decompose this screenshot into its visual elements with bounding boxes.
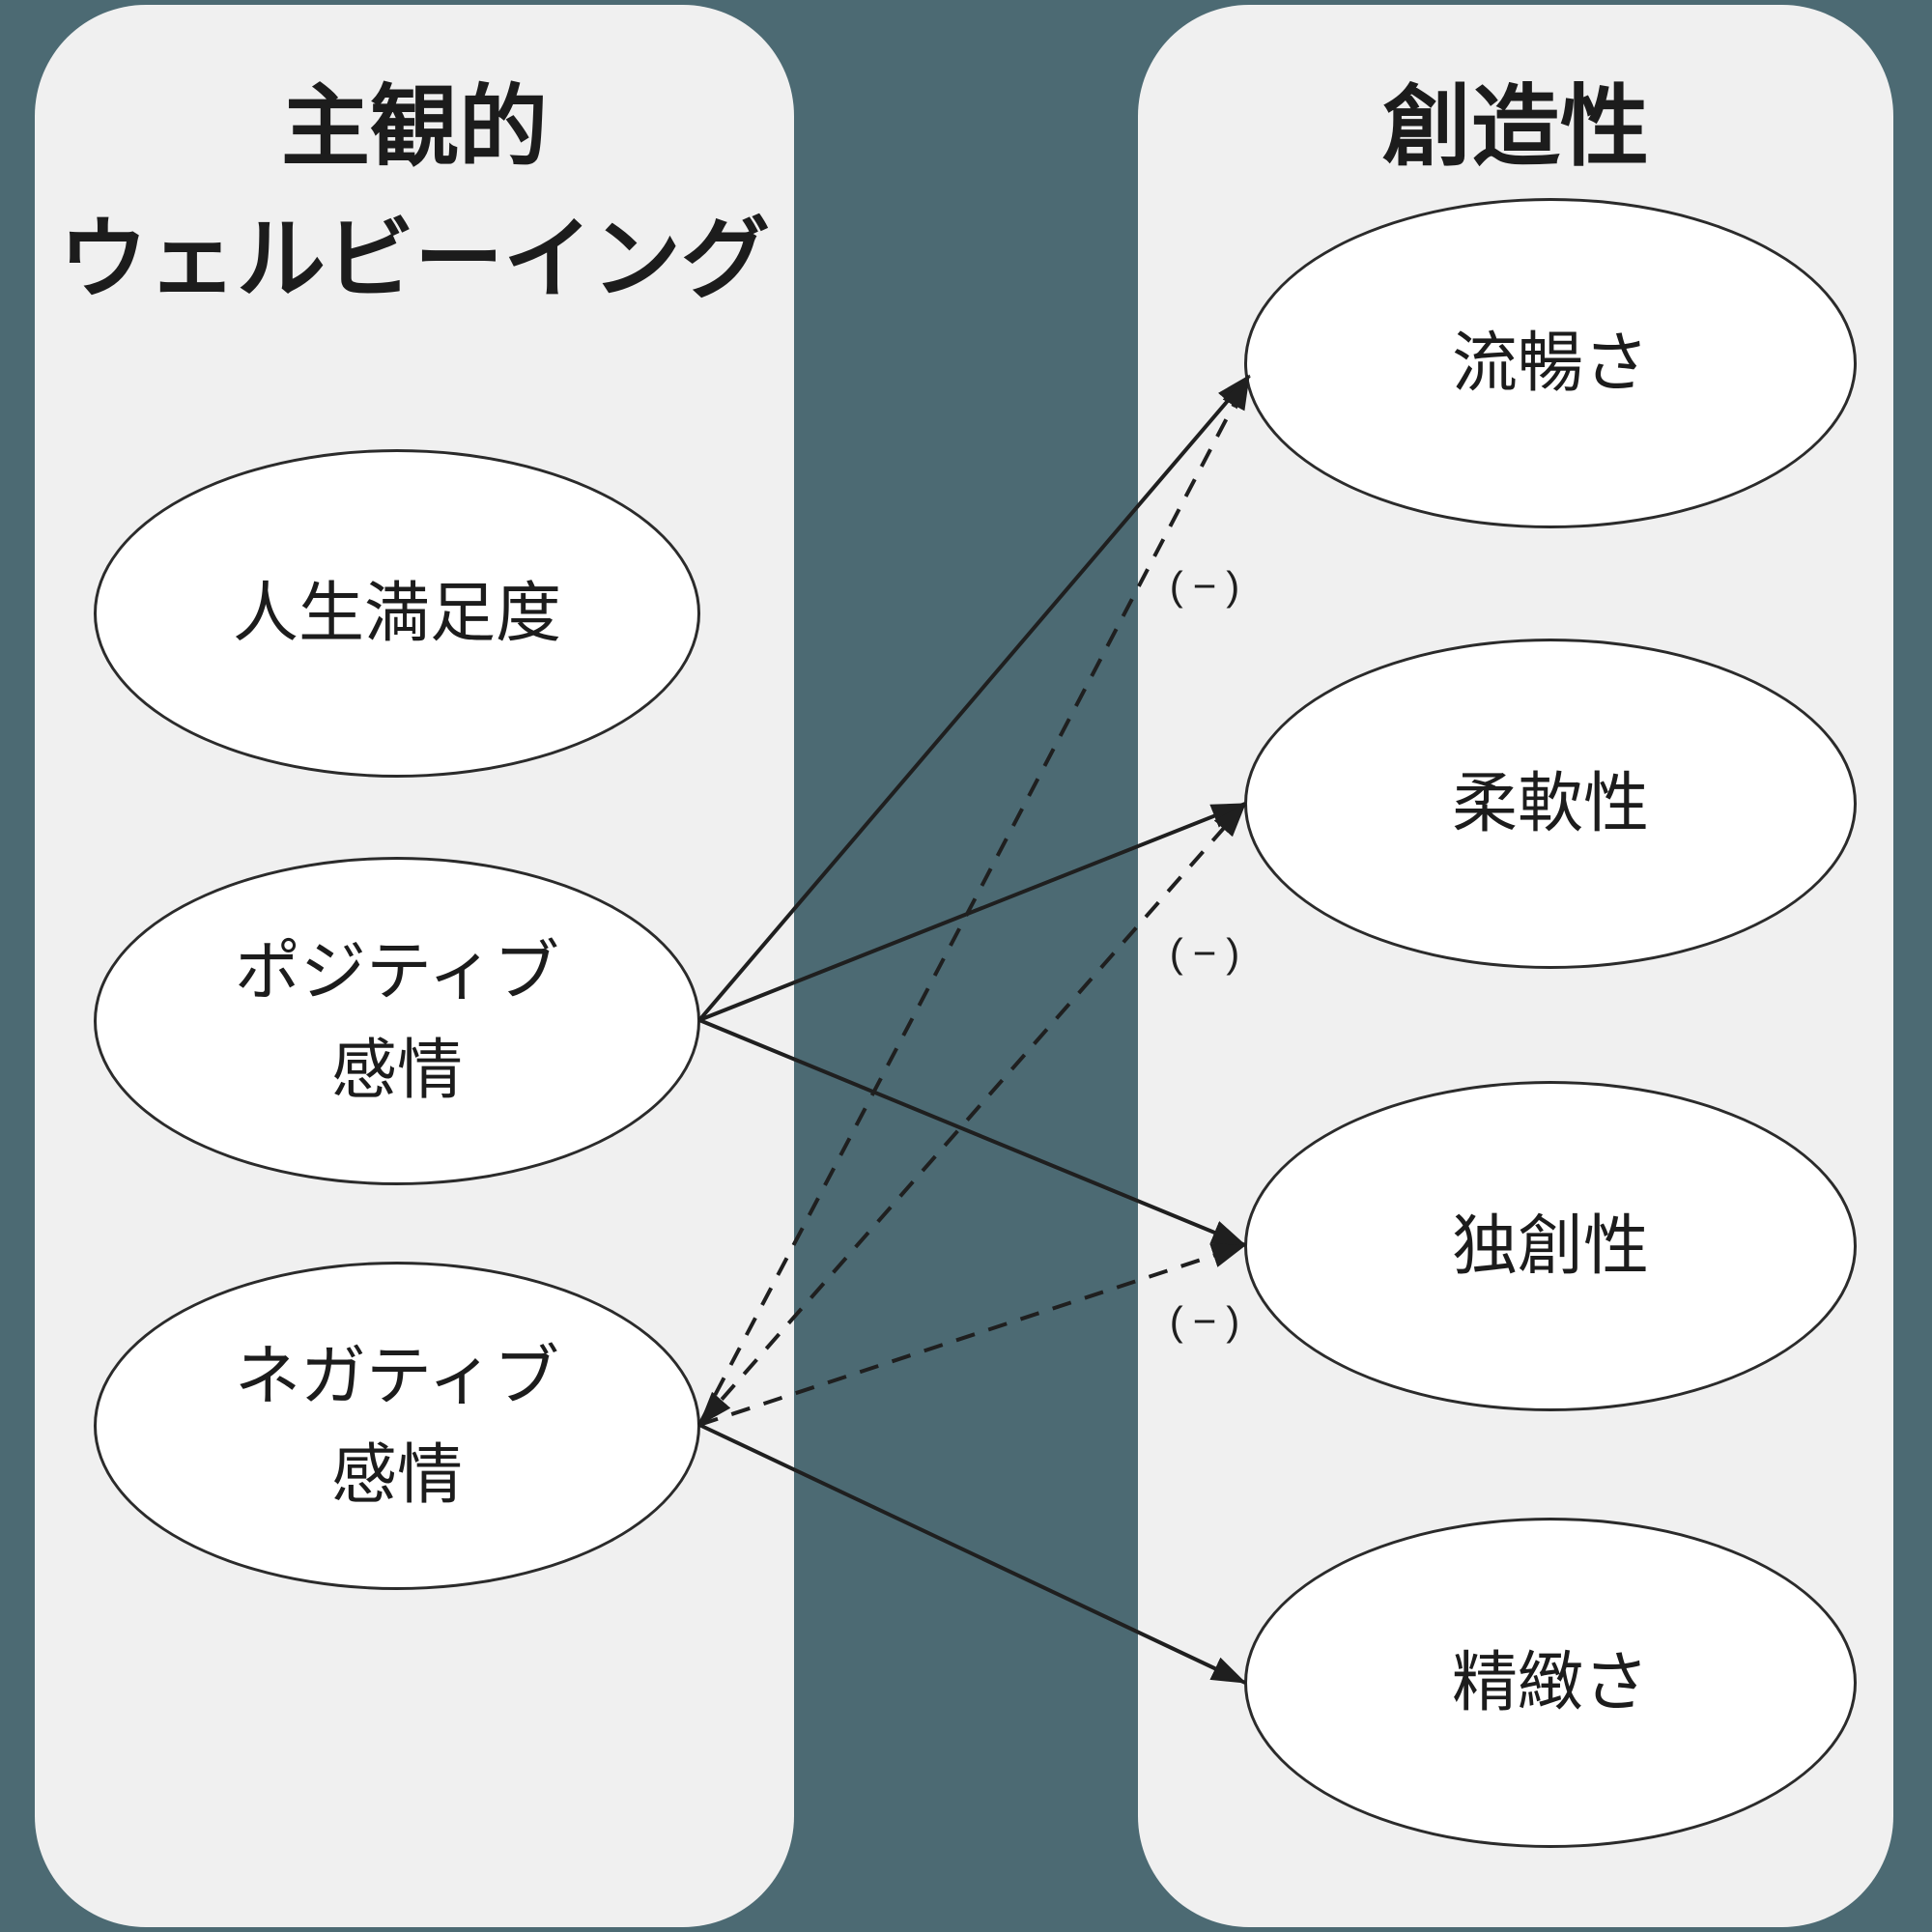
node-originality: 独創性 [1244, 1081, 1857, 1411]
left-panel-title-line2: ウェルビーイング [58, 211, 770, 309]
negative-sign-flexibility: (−) [1169, 930, 1250, 976]
node-flexibility: 柔軟性 [1244, 639, 1857, 969]
negative-sign-originality: (−) [1169, 1298, 1250, 1344]
node-negative-affect: ネガティブ 感情 [94, 1262, 700, 1590]
left-panel-title-line1: 主観的 [280, 78, 548, 177]
node-label-line: ポジティブ [235, 935, 559, 1009]
node-life-satisfaction: 人生満足度 [94, 449, 700, 778]
left-panel-title: 主観的 ウェルビーイング [35, 62, 794, 327]
node-label-line: 感情 [330, 1034, 463, 1107]
node-label-line: ネガティブ [235, 1340, 559, 1413]
node-positive-affect: ポジティブ 感情 [94, 857, 700, 1185]
node-life-satisfaction-label: 人生満足度 [233, 564, 561, 663]
node-elaboration: 精緻さ [1244, 1518, 1857, 1848]
node-negative-affect-label: ネガティブ 感情 [235, 1327, 559, 1524]
node-positive-affect-label: ポジティブ 感情 [235, 923, 559, 1120]
right-panel-title: 創造性 [1381, 78, 1649, 177]
node-elaboration-label: 精緻さ [1451, 1646, 1649, 1719]
node-flexibility-label: 柔軟性 [1451, 767, 1649, 840]
node-label-line: 人生満足度 [232, 577, 561, 650]
node-label-line: 感情 [330, 1438, 463, 1512]
node-fluency: 流暢さ [1244, 198, 1857, 528]
negative-sign-fluency: (−) [1169, 563, 1250, 609]
node-originality-label: 独創性 [1451, 1209, 1649, 1283]
node-fluency-label: 流暢さ [1451, 327, 1649, 400]
